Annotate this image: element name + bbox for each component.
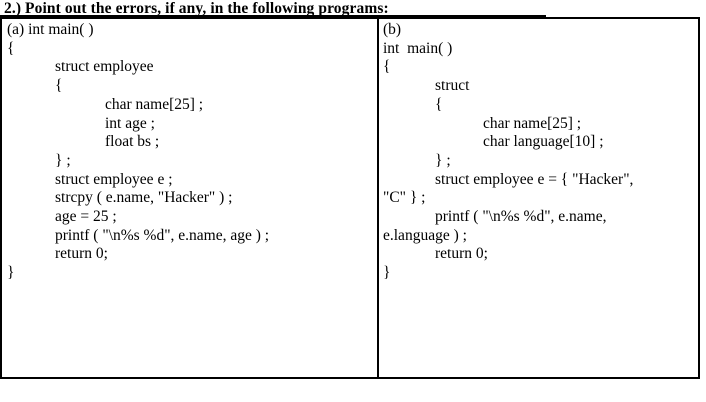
code-line: char name[25] ; [483,114,582,132]
code-line: char language[10] ; [483,133,604,151]
code-line: "C" } ; [383,189,426,207]
code-line: int main( ) [383,39,453,57]
code-line: } ; [55,151,71,169]
code-line: char name[25] ; [105,95,204,113]
code-line: int age ; [105,114,155,132]
code-line: } ; [435,151,451,169]
code-line: (a) int main( ) [7,21,94,38]
document-page: 2.) Point out the errors, if any, in the… [0,0,700,379]
code-line: printf ( "\n%s %d", e.name, [435,208,607,226]
code-line: return 0; [55,245,108,263]
code-line: struct [435,77,470,95]
code-line: { [55,77,63,95]
code-line: { [435,95,443,113]
code-line: struct employee e ; [55,170,173,188]
code-line: strcpy ( e.name, "Hacker" ) ; [55,189,233,207]
code-line: (b) [383,21,402,38]
title-underline: 2.) Point out the errors, if any, in the… [0,0,546,17]
code-line: struct employee [55,58,154,76]
program-a-cell: (a) int main( ){struct employee{char nam… [2,19,379,377]
code-line: } [383,264,391,282]
code-line: struct employee e = { "Hacker", [435,170,634,188]
code-line: { [383,58,391,76]
code-line: return 0; [435,245,488,263]
code-line: age = 25 ; [55,208,117,226]
code-line: e.language ) ; [383,226,467,244]
code-line: float bs ; [105,133,160,151]
code-line: printf ( "\n%s %d", e.name, age ) ; [55,226,270,244]
code-line: } [7,264,15,282]
programs-table: (a) int main( ){struct employee{char nam… [0,17,700,379]
question-title: 2.) Point out the errors, if any, in the… [4,0,389,17]
code-line: { [7,39,15,57]
program-b-cell: (b)int main( ){struct{char name[25] ;cha… [379,19,698,377]
